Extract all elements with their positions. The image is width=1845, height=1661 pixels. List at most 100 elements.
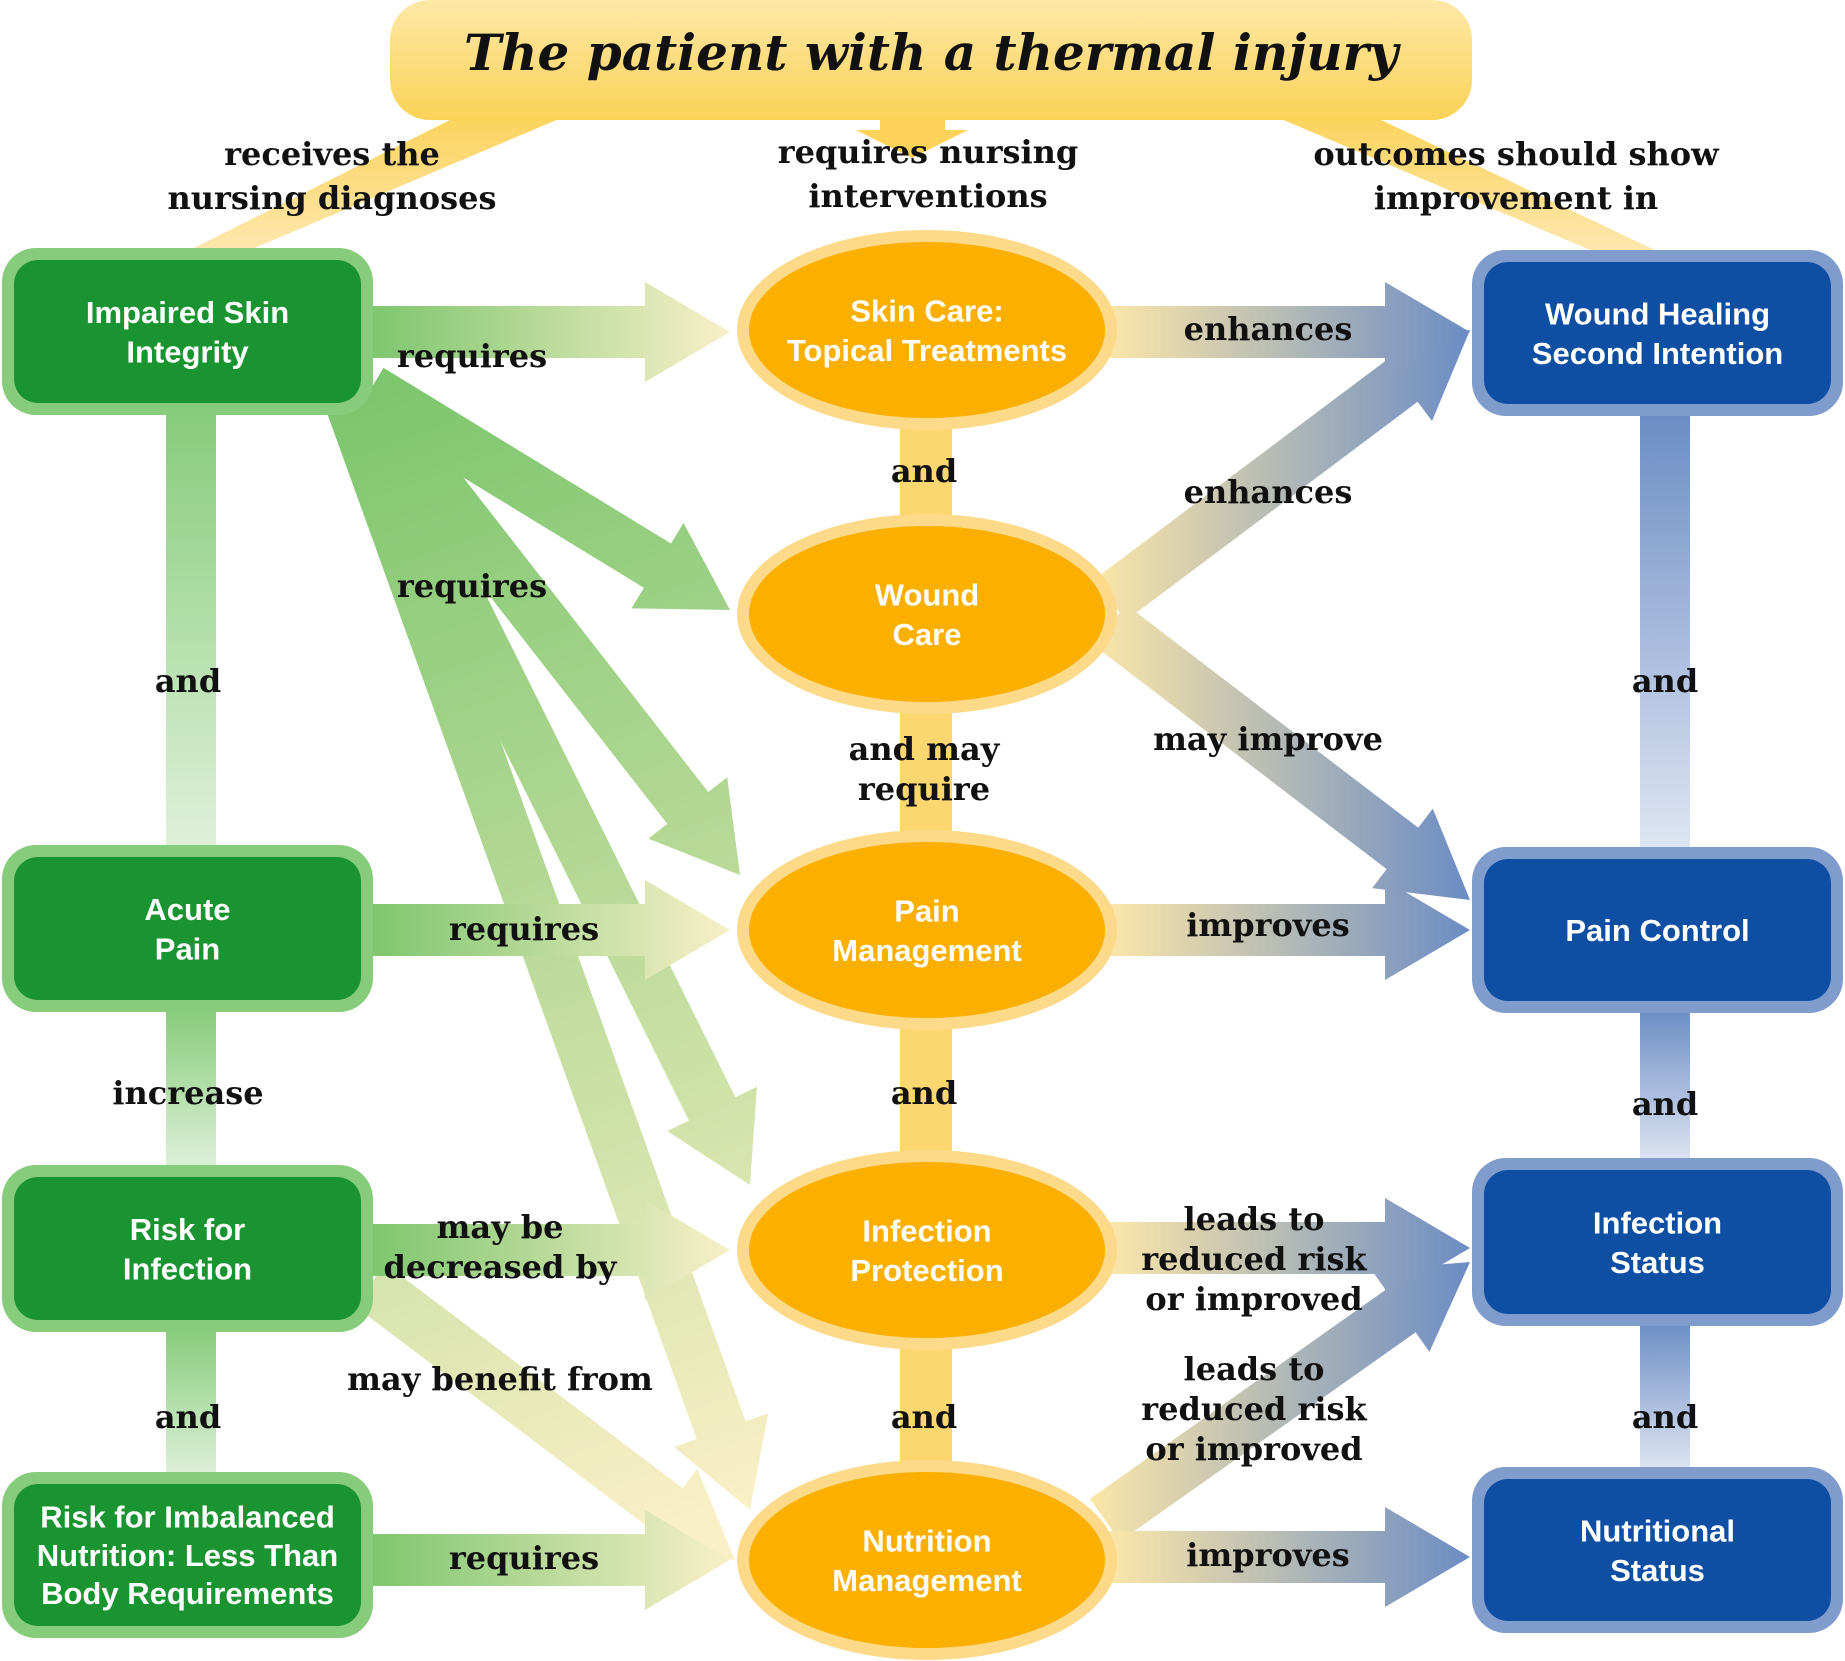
outcome-wound-healing-label-line: Wound Healing bbox=[1545, 296, 1770, 331]
banner-leg-left bbox=[190, 110, 580, 250]
banner-leg-right bbox=[1260, 110, 1655, 250]
edge-label-pain-improves: improves bbox=[1186, 906, 1350, 944]
intervention-infection-protection-label-line: Infection bbox=[862, 1213, 991, 1248]
arrow-skin-to-skincare bbox=[370, 282, 730, 382]
diagnosis-impaired-skin-label-line: Impaired Skin bbox=[86, 295, 289, 330]
edge-label-wound-enhances: enhances bbox=[1184, 473, 1353, 511]
diag-link-3 bbox=[166, 1328, 216, 1478]
outcome-infection-status-fill bbox=[1484, 1170, 1831, 1314]
int-link-label-4: and bbox=[891, 1398, 957, 1436]
intervention-skin-care[interactable]: Skin Care: Topical Treatments bbox=[737, 230, 1117, 430]
outcome-wound-healing-fill bbox=[1484, 262, 1831, 404]
arrow-infection-to-nutrition bbox=[354, 1264, 735, 1560]
int-link-label-3: and bbox=[891, 1074, 957, 1112]
out-link-label-2: and bbox=[1632, 1085, 1698, 1123]
diagnosis-risk-nutrition-fill bbox=[14, 1484, 361, 1626]
vertical-connectors bbox=[166, 410, 1690, 1478]
outcome-nutritional-status-fill bbox=[1484, 1479, 1831, 1621]
arrow-wound-to-healing bbox=[1094, 330, 1470, 621]
edge-label-infection-benefit: may benefit from bbox=[347, 1360, 653, 1398]
intervention-skin-care-label-line: Topical Treatments bbox=[787, 333, 1067, 368]
int-link-3 bbox=[900, 1022, 952, 1162]
diagnosis-risk-infection-label-line: Infection bbox=[123, 1252, 252, 1287]
out-link-2 bbox=[1640, 1008, 1690, 1163]
intervention-skin-care-label-line: Skin Care: bbox=[850, 293, 1003, 328]
out-link-label-3: and bbox=[1632, 1398, 1698, 1436]
out-link-label-1: and bbox=[1632, 662, 1698, 700]
edge-label-pain-requires: requires bbox=[449, 910, 599, 948]
edge-label-nutrition-requires: requires bbox=[449, 1539, 599, 1577]
diagnosis-acute-pain-label-line: Acute bbox=[144, 892, 230, 927]
int-link-4 bbox=[900, 1342, 952, 1472]
intervention-nutrition-management-label-line: Management bbox=[832, 1563, 1021, 1598]
arrow-infection-to-protection bbox=[370, 1200, 730, 1300]
outcome-nutritional-status-label-line: Nutritional bbox=[1580, 1513, 1735, 1548]
edge-label-nutrition-improves: improves bbox=[1186, 1536, 1350, 1574]
banner-leg-center bbox=[856, 110, 968, 158]
edge-label-skin-requires-1: requires bbox=[397, 337, 547, 375]
diagnosis-acute-pain-fill bbox=[14, 857, 361, 1000]
banner-connectors bbox=[190, 110, 1655, 250]
diagnosis-risk-infection-label-line: Risk for bbox=[130, 1212, 245, 1247]
intervention-skin-care-label: Skin Care: Topical Treatments bbox=[787, 293, 1067, 368]
intervention-nutrition-management-label-line: Nutrition bbox=[862, 1523, 991, 1558]
arrow-wound-to-paincontrol bbox=[1094, 604, 1470, 900]
arrow-pain-to-painmgmt bbox=[370, 880, 730, 980]
diag-link-label-3: and bbox=[155, 1398, 221, 1436]
diagnosis-risk-infection-fill bbox=[14, 1177, 361, 1320]
diagnosis-risk-nutrition-label-line: Nutrition: Less Than bbox=[37, 1538, 338, 1573]
intervention-nutrition-management-fill bbox=[749, 1472, 1105, 1648]
edge-label-skin-enhances: enhances bbox=[1184, 310, 1353, 348]
edge-label-skin-requires-2: requires bbox=[397, 567, 547, 605]
diagnosis-acute-pain-label-line: Pain bbox=[155, 932, 220, 967]
intervention-infection-protection-fill bbox=[749, 1162, 1105, 1338]
out-link-3 bbox=[1640, 1320, 1690, 1472]
outcome-pain-control[interactable]: Pain Control bbox=[1472, 847, 1843, 1013]
outcome-infection-status-label-line: Infection bbox=[1593, 1205, 1722, 1240]
outcome-pain-control-label: Pain Control bbox=[1565, 913, 1749, 948]
int-link-1 bbox=[900, 420, 952, 530]
diag-link-label-1: and bbox=[155, 662, 221, 700]
title-banner bbox=[390, 0, 1472, 120]
intervention-wound-care-fill bbox=[749, 526, 1105, 702]
intervention-wound-care-label-line: Wound bbox=[875, 577, 979, 612]
diagnosis-impaired-skin-label-line: Integrity bbox=[126, 335, 249, 370]
intervention-wound-care-label-line: Care bbox=[893, 617, 962, 652]
int-link-label-1: and bbox=[891, 452, 957, 490]
intervention-infection-protection-label-line: Protection bbox=[850, 1253, 1003, 1288]
diag-link-1 bbox=[166, 410, 216, 850]
diag-link-2 bbox=[166, 1008, 216, 1170]
outcome-pain-control-label-line: Pain Control bbox=[1565, 913, 1749, 948]
diag-link-label-2: increase bbox=[112, 1074, 263, 1112]
diagnosis-impaired-skin-fill bbox=[14, 260, 361, 403]
arrow-painmgmt-to-paincontrol bbox=[1110, 880, 1470, 980]
intervention-pain-management-fill bbox=[749, 842, 1105, 1018]
